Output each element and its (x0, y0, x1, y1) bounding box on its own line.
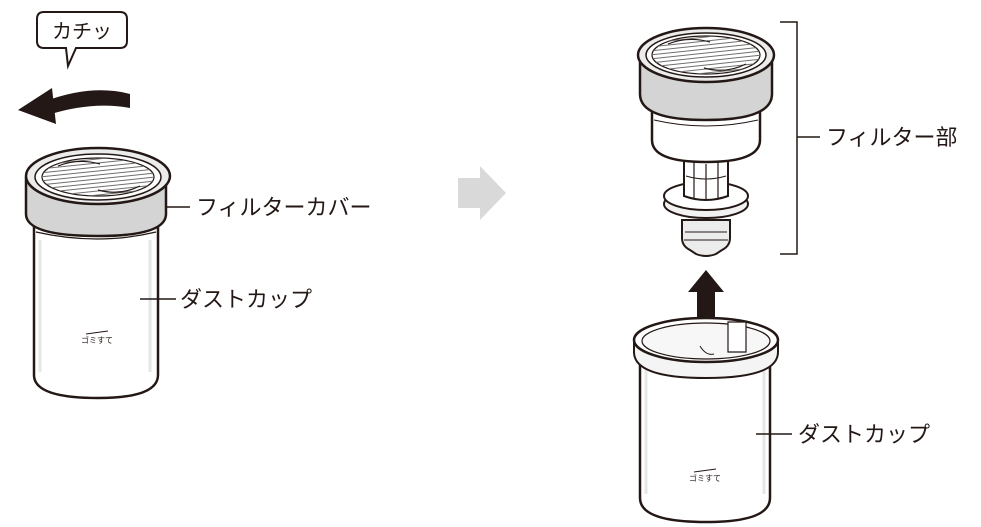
filter-unit-label: フィルター部 (826, 126, 958, 151)
right-cup-mark: ゴミすて (689, 473, 721, 483)
sound-callout-text: カチッ (52, 19, 112, 43)
next-step-arrow-icon (458, 166, 506, 220)
left-filter-cover (26, 148, 170, 236)
left-dust-cup: ゴミすて (34, 222, 158, 398)
filter-cover-label: フィルターカバー (196, 196, 372, 221)
right-dust-cup: ゴミすて (634, 318, 778, 522)
left-cup-mark: ゴミすて (81, 335, 113, 345)
right-dust-cup-label: ダストカップ (798, 423, 930, 448)
curved-arrow-left-icon (18, 88, 130, 124)
filter-cover-callout: フィルターカバー (166, 196, 372, 221)
right-filter-unit (638, 28, 774, 256)
left-dust-cup-callout: ダストカップ (140, 288, 312, 313)
sound-callout: カチッ (37, 12, 127, 66)
right-dust-cup-callout: ダストカップ (756, 423, 930, 448)
filter-unit-callout: フィルター部 (780, 22, 958, 254)
left-dust-cup-label: ダストカップ (180, 288, 312, 313)
